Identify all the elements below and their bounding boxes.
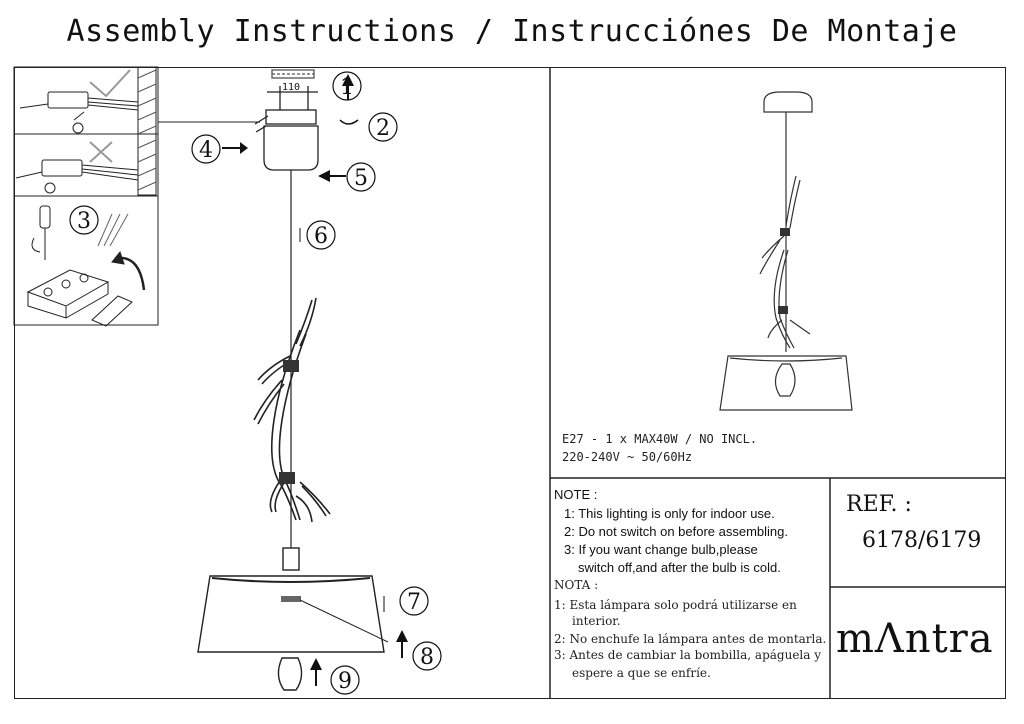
lamp-shade	[197, 547, 389, 691]
brand-logo: mΛntra	[836, 616, 994, 662]
nota-item: 3: Antes de cambiar la bombilla, apáguel…	[554, 648, 822, 662]
nota-item: 2: No enchufe la lámpara antes de montar…	[554, 632, 827, 646]
nota-item: 1: Esta lámpara solo podrá utilizarse en	[554, 598, 797, 612]
wiring-detail-inset	[13, 66, 159, 327]
spec-line-2: 220-240V ~ 50/60Hz	[562, 450, 693, 464]
mounting-bracket	[265, 109, 317, 125]
dimension-label: 110	[282, 82, 300, 93]
note-item: switch off,and after the bulb is cold.	[578, 560, 781, 575]
step-3-label: 3	[77, 209, 91, 234]
nota-heading: NOTA :	[554, 578, 599, 592]
step-6-label: 6	[314, 224, 328, 249]
check-icon	[89, 69, 131, 98]
step-4-label: 4	[199, 138, 213, 163]
page-title: Assembly Instructions / Instrucciónes De…	[66, 14, 958, 49]
step-2-label: 2	[376, 116, 390, 141]
connector-block	[47, 91, 89, 109]
cross-icon	[89, 141, 113, 163]
step-9-label: 9	[338, 669, 352, 694]
ref-label: REF. :	[846, 492, 912, 517]
ceiling-canopy	[254, 69, 319, 548]
nota-item: interior.	[572, 614, 621, 628]
nota-item: espere a que se enfríe.	[572, 666, 711, 680]
note-item: 2: Do not switch on before assembling.	[564, 524, 789, 539]
up-arrow-icon	[342, 74, 354, 86]
up-arrow-icon	[396, 630, 408, 642]
drawing-frame	[14, 67, 1006, 699]
note-heading: NOTE :	[554, 487, 598, 502]
screwdriver-icon	[31, 205, 51, 260]
step-5-label: 5	[354, 166, 368, 191]
note-item: 3: If you want change bulb,please	[564, 542, 758, 557]
right-arrow-icon	[240, 142, 248, 154]
bulb	[277, 657, 303, 691]
branch-clamp	[283, 360, 299, 372]
branch-decor	[253, 297, 331, 523]
up-arrow-icon	[310, 658, 322, 670]
step-7-label: 7	[407, 590, 421, 615]
note-item: 1: This lighting is only for indoor use.	[564, 506, 775, 521]
lamp-preview	[719, 91, 853, 411]
left-arrow-icon	[318, 170, 330, 182]
spec-line-1: E27 - 1 x MAX40W / NO INCL.	[562, 432, 758, 446]
connector-block	[41, 159, 83, 177]
ref-value: 6178/6179	[862, 528, 982, 553]
step-1-label: 1	[340, 75, 354, 100]
branch-clamp	[279, 472, 295, 484]
step-8-label: 8	[420, 645, 434, 670]
